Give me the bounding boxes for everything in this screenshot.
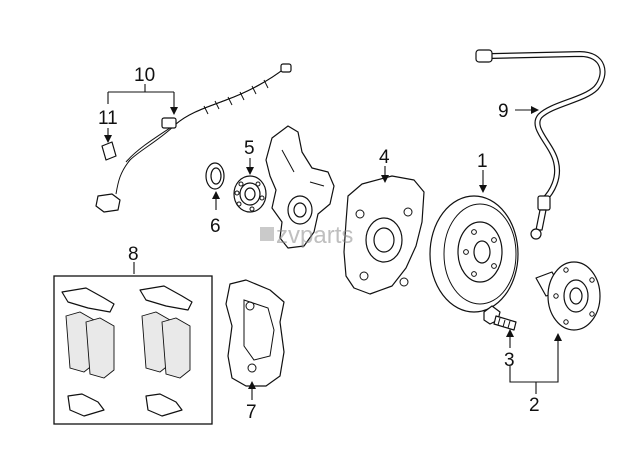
callout-5: 5 [244,138,255,159]
seal-ring [205,162,225,190]
callout-labels: 1 2 3 4 5 6 7 8 9 10 11 [98,65,540,423]
brake-rotor [429,195,519,313]
callout-7: 7 [246,402,257,423]
abs-sensor-harness [95,63,292,213]
wheel-stud [483,305,517,331]
callout-10: 10 [134,65,155,86]
caliper-bracket [225,279,285,387]
callout-3: 3 [504,350,515,371]
wheel-hub [535,261,601,331]
callout-6: 6 [210,216,221,237]
watermark-text: zvparts [276,222,353,249]
watermark-logo: zvparts [260,222,353,249]
brake-pad-kit [53,275,213,425]
callout-2: 2 [529,395,540,416]
callout-9: 9 [498,101,509,122]
callout-4: 4 [379,147,390,168]
steering-knuckle [265,125,335,249]
wheel-bearing [233,175,267,213]
callout-11: 11 [98,108,118,129]
brake-hose [475,49,606,240]
callout-8: 8 [128,244,139,265]
callout-1: 1 [477,151,488,172]
splash-shield [343,175,425,295]
leader-lines [104,84,562,400]
